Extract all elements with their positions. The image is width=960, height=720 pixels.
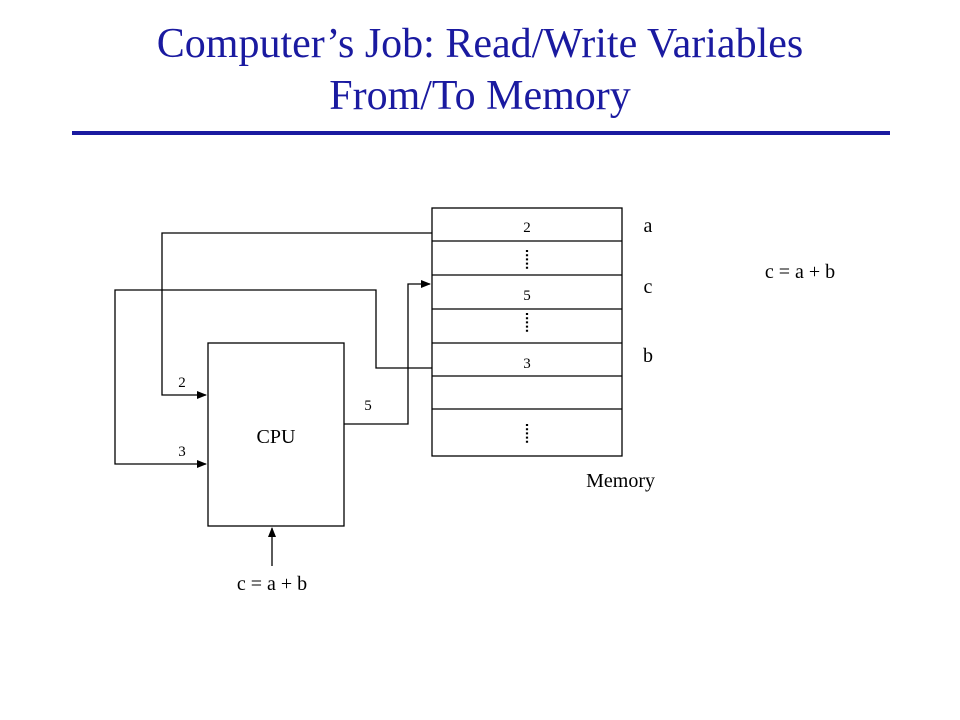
title-line-2: From/To Memory [329,73,631,119]
cpu-box [207,342,345,527]
slide-title: Computer’s Job: Read/Write Variables Fro… [0,18,960,122]
cpu-output-value: 5 [364,398,372,414]
side-statement: c = a + b [765,261,835,283]
memory-label: Memory [586,470,655,492]
variable-label-a: a [644,215,653,237]
variable-label-b: b [643,345,653,367]
memory-cell-a-value: 2 [523,220,531,236]
cpu-label: CPU [257,426,296,448]
memory-block: 2 5 3 [431,207,623,457]
cpu-input-b-value: 3 [178,444,186,460]
title-line-1: Computer’s Job: Read/Write Variables [156,21,804,67]
variable-label-c: c [644,276,653,298]
wire-b-to-cpu [114,289,432,468]
memory-cell-c-value: 5 [523,288,531,304]
title-underline [72,131,890,135]
wire-a-to-cpu [161,232,432,399]
cpu-input-a-value: 2 [178,375,186,391]
cpu-instruction: c = a + b [237,573,307,595]
wire-cpu-to-c [344,280,431,425]
memory-cell-b-value: 3 [523,356,531,372]
memory-outline [431,207,623,457]
